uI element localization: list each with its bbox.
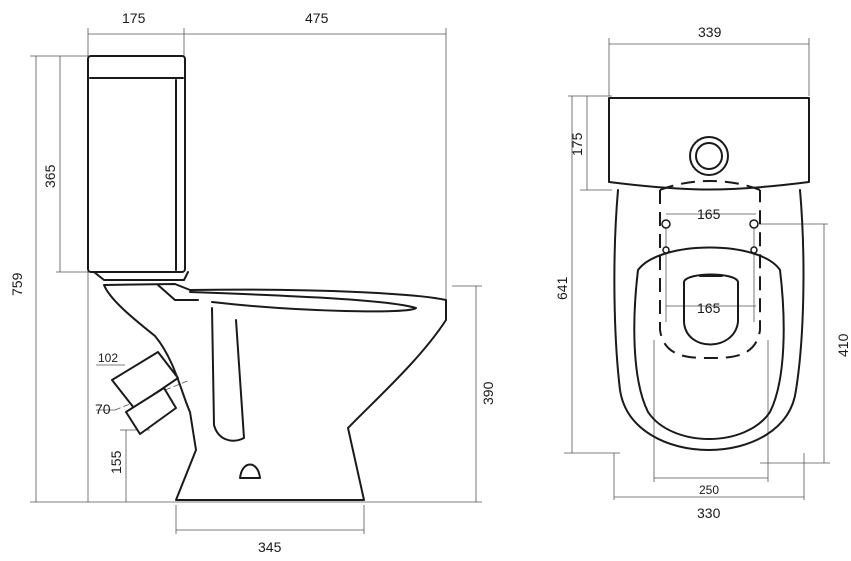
top-dim-opening-width: 250 — [699, 483, 719, 497]
top-bowl-rim — [633, 246, 785, 440]
side-dim-outlet-height: 155 — [108, 450, 124, 474]
side-dim-tank-height: 365 — [42, 164, 58, 188]
top-dim-mount-spacing-seat: 165 — [697, 300, 721, 316]
side-bowl — [103, 283, 447, 501]
side-dim-outlet-inner: 70 — [95, 401, 111, 417]
mount-hole-icon — [749, 219, 759, 229]
side-dimension-lines — [30, 28, 482, 534]
top-bowl-outer — [613, 189, 805, 451]
mount-hole-icon — [661, 219, 671, 229]
mount-hole-icon — [750, 246, 758, 254]
side-dim-bowl-length: 475 — [305, 10, 329, 26]
top-dim-tank-depth: 175 — [569, 132, 585, 156]
top-view — [564, 38, 830, 500]
top-dim-bowl-length: 410 — [835, 333, 851, 357]
side-outlet-pipe — [111, 351, 179, 409]
side-dim-base-length: 345 — [258, 539, 282, 555]
side-tank — [87, 55, 186, 273]
top-dim-bowl-width: 330 — [697, 505, 721, 521]
top-dimension-lines — [564, 38, 830, 500]
mount-hole-icon — [662, 246, 670, 254]
side-dim-tank-depth: 175 — [122, 10, 146, 26]
side-dim-total-height: 759 — [9, 272, 25, 296]
top-dim-mount-spacing-top: 165 — [697, 206, 721, 222]
top-dim-total-length: 641 — [554, 276, 570, 300]
top-seat-outline — [659, 190, 761, 360]
side-dim-seat-height: 390 — [480, 381, 496, 405]
top-dim-tank-width: 339 — [698, 24, 722, 40]
side-dim-outlet-diameter: 102 — [98, 351, 118, 365]
side-view — [30, 28, 482, 534]
